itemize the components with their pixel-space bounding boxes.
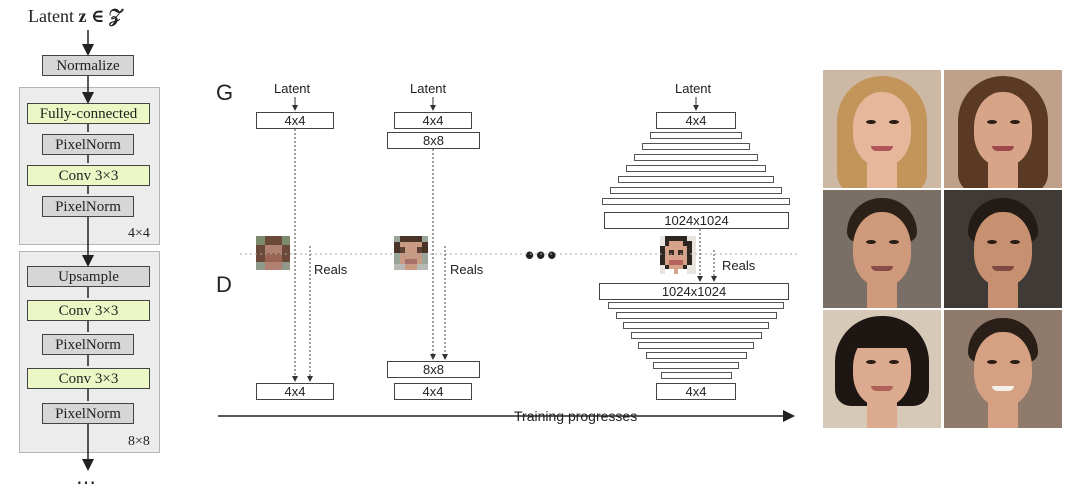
- generated-face: [823, 190, 941, 308]
- generator-block: 4x4: [256, 112, 334, 129]
- discriminator-layer: [608, 302, 784, 309]
- more-blocks-ellipsis: ⋯: [76, 472, 97, 494]
- latent-math: z ∈ 𝒵: [78, 6, 123, 26]
- discriminator-layer: [660, 372, 732, 379]
- discriminator-block: 4x4: [394, 383, 472, 400]
- reals-label: Reals: [314, 262, 348, 277]
- pixelnorm-box: PixelNorm: [42, 134, 134, 155]
- generator-block: 1024x1024: [604, 212, 789, 229]
- generator-layer: [618, 176, 774, 183]
- conv3x3-box: Conv 3×3: [27, 165, 150, 186]
- discriminator-label: D: [216, 272, 232, 297]
- pixelnorm-box: PixelNorm: [42, 403, 134, 424]
- discriminator-block: 1024x1024: [599, 283, 789, 300]
- upsample-box: Upsample: [27, 266, 150, 287]
- discriminator-block: 4x4: [656, 383, 736, 400]
- discriminator-layer: [638, 342, 754, 349]
- generator-layer: [602, 198, 790, 205]
- latent-input-label: Latent z ∈ 𝒵: [28, 6, 123, 27]
- generated-faces-grid: [823, 70, 1062, 428]
- progression-dots: •••: [525, 240, 559, 270]
- block-size-label: 4×4: [128, 226, 150, 241]
- block-size-label: 8×8: [128, 434, 150, 449]
- discriminator-layer: [623, 322, 769, 329]
- discriminator-block: 8x8: [387, 361, 480, 378]
- generator-block: 4x4: [656, 112, 736, 129]
- pixelnorm-box: PixelNorm: [42, 196, 134, 217]
- latent-label: Latent: [675, 81, 712, 96]
- latent-label: Latent: [274, 81, 311, 96]
- reals-label: Reals: [722, 258, 756, 273]
- discriminator-layer: [653, 362, 739, 369]
- training-axis-label: Training progresses: [510, 408, 642, 424]
- face-thumbnail-icon: [394, 236, 428, 270]
- generator-layer: [634, 154, 758, 161]
- generator-block: 8x8: [387, 132, 480, 149]
- fully-connected-box: Fully-connected: [27, 103, 150, 124]
- latent-word: Latent: [28, 6, 74, 26]
- latent-label: Latent: [410, 81, 447, 96]
- generator-label: G: [216, 80, 234, 105]
- pixelnorm-box: PixelNorm: [42, 334, 134, 355]
- generator-layer: [642, 143, 750, 150]
- discriminator-block: 4x4: [256, 383, 334, 400]
- generator-block: 4x4: [394, 112, 472, 129]
- discriminator-layer: [630, 332, 762, 339]
- normalize-box: Normalize: [42, 55, 134, 76]
- face-thumbnail-icon: [256, 236, 290, 270]
- conv3x3-box: Conv 3×3: [27, 300, 150, 321]
- conv3x3-box: Conv 3×3: [27, 368, 150, 389]
- discriminator-layer: [615, 312, 777, 319]
- generated-face: [944, 190, 1062, 308]
- generated-face: [823, 310, 941, 428]
- generator-layer: [610, 187, 782, 194]
- generated-face: [823, 70, 941, 188]
- generator-layer: [626, 165, 766, 172]
- generator-layer: [650, 132, 742, 139]
- generated-face: [944, 70, 1062, 188]
- reals-label: Reals: [450, 262, 484, 277]
- discriminator-layer: [645, 352, 747, 359]
- face-thumbnail-icon: [660, 236, 696, 274]
- generated-face: [944, 310, 1062, 428]
